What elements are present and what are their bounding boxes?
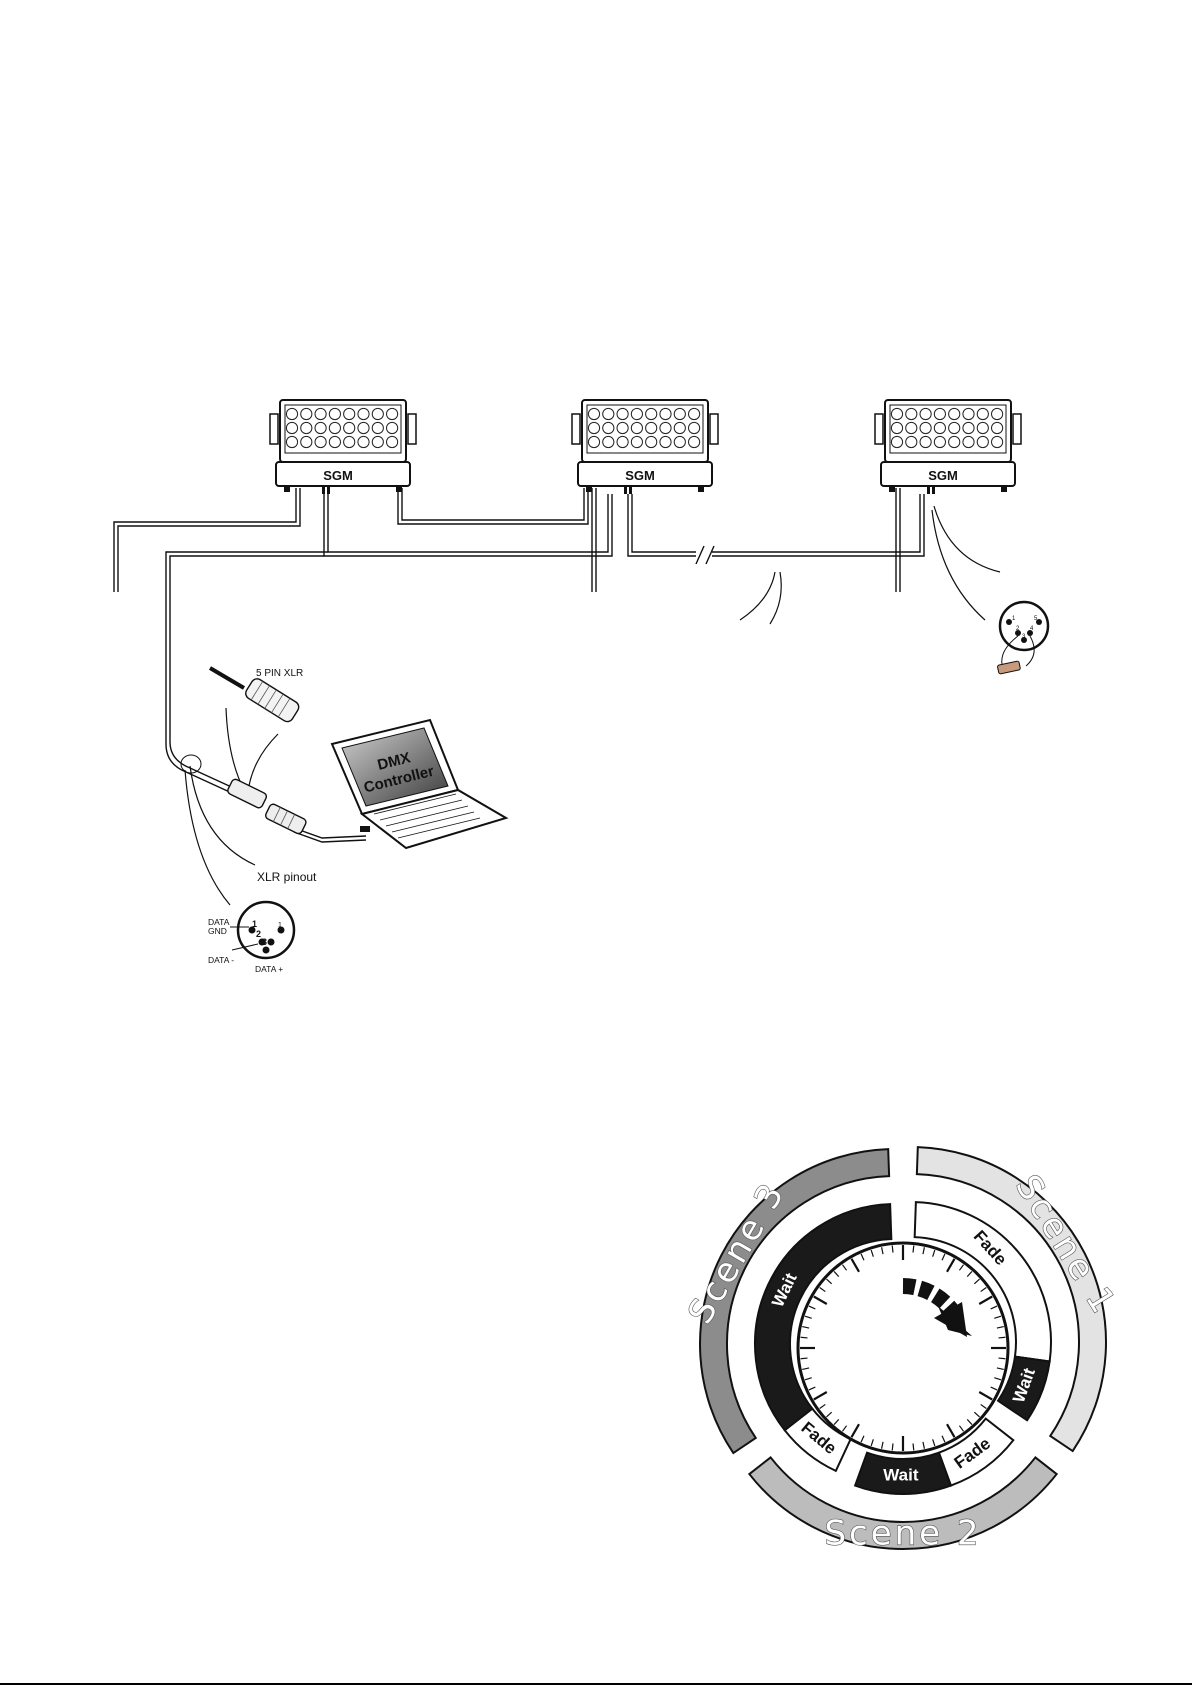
led-icon <box>387 408 398 419</box>
led-icon <box>286 422 297 433</box>
led-icon <box>992 408 1003 419</box>
scene2-wait-label: Wait <box>883 1465 919 1484</box>
led-icon <box>372 436 383 447</box>
led-icon <box>934 422 945 433</box>
led-icon <box>631 422 642 433</box>
led-icon <box>660 408 671 419</box>
xlr-pinout-label: XLR pinout <box>257 870 317 884</box>
led-icon <box>358 436 369 447</box>
led-icon <box>286 408 297 419</box>
led-icon <box>992 436 1003 447</box>
pinout-pin2: 2 <box>256 929 261 939</box>
led-icon <box>329 436 340 447</box>
led-icon <box>315 436 326 447</box>
led-icon <box>906 408 917 419</box>
led-icon <box>588 408 599 419</box>
led-icon <box>387 422 398 433</box>
led-icon <box>934 436 945 447</box>
led-icon <box>344 436 355 447</box>
dmx-terminator: 1 2 3 4 5 <box>997 602 1048 674</box>
pinout-pin3: 3 <box>262 937 267 947</box>
xlr-pinout-diagram: DATA GND DATA - DATA + 1 2 3 1 <box>208 902 294 974</box>
led-icon <box>689 422 700 433</box>
led-icon <box>674 408 685 419</box>
led-icon <box>358 408 369 419</box>
pinout-data-gnd-2: GND <box>208 926 227 936</box>
resistor-icon <box>997 661 1020 674</box>
clock-face <box>798 1243 1008 1453</box>
usb-port <box>360 826 370 832</box>
led-icon <box>934 408 945 419</box>
led-icon <box>372 422 383 433</box>
led-icon <box>617 422 628 433</box>
led-icon <box>920 422 931 433</box>
led-icon <box>344 422 355 433</box>
led-icon <box>588 422 599 433</box>
led-icon <box>992 422 1003 433</box>
led-icon <box>660 422 671 433</box>
led-icon <box>387 436 398 447</box>
led-icon <box>949 422 960 433</box>
led-icon <box>891 422 902 433</box>
laptop-dmx-controller: DMX Controller <box>332 720 506 848</box>
led-icon <box>603 422 614 433</box>
led-icon <box>646 422 657 433</box>
led-icon <box>977 422 988 433</box>
led-icon <box>603 408 614 419</box>
led-icon <box>344 408 355 419</box>
scene2-label: Scene 2 <box>824 1514 981 1554</box>
pinout-data-minus: DATA - <box>208 955 234 965</box>
led-icon <box>301 408 312 419</box>
led-icon <box>603 436 614 447</box>
fixture-1: SGM <box>270 400 416 494</box>
led-icon <box>315 408 326 419</box>
xlr-5pin-connector: 5 PIN XLR <box>210 666 303 724</box>
led-icon <box>891 408 902 419</box>
pinout-pin1: 1 <box>252 919 257 929</box>
led-icon <box>891 436 902 447</box>
brand-logo: SGM <box>928 468 958 483</box>
led-icon <box>646 436 657 447</box>
led-icon <box>631 408 642 419</box>
led-icon <box>301 422 312 433</box>
led-icon <box>315 422 326 433</box>
led-icon <box>949 436 960 447</box>
led-icon <box>646 408 657 419</box>
led-icon <box>674 422 685 433</box>
fixture-3: SGM <box>875 400 1021 494</box>
led-icon <box>588 436 599 447</box>
fixture-2: SGM <box>572 400 718 494</box>
led-icon <box>920 408 931 419</box>
led-icon <box>977 408 988 419</box>
scene-cycle-diagram: Scene 1 Scene 2 Scene 3 Fade Wait Fade W… <box>680 1147 1124 1553</box>
led-icon <box>660 436 671 447</box>
led-icon <box>689 436 700 447</box>
led-icon <box>906 436 917 447</box>
led-icon <box>329 408 340 419</box>
xlr-5pin-label: 5 PIN XLR <box>256 668 303 679</box>
led-icon <box>906 422 917 433</box>
led-icon <box>329 422 340 433</box>
led-icon <box>617 408 628 419</box>
brand-logo: SGM <box>625 468 655 483</box>
led-icon <box>674 436 685 447</box>
xlr-inline-connector <box>227 778 308 835</box>
led-icon <box>631 436 642 447</box>
led-icon <box>977 436 988 447</box>
led-icon <box>963 436 974 447</box>
led-icon <box>689 408 700 419</box>
led-icon <box>286 436 297 447</box>
led-icon <box>358 422 369 433</box>
led-icon <box>963 422 974 433</box>
led-icon <box>963 408 974 419</box>
led-icon <box>372 408 383 419</box>
led-icon <box>949 408 960 419</box>
brand-logo: SGM <box>323 468 353 483</box>
led-icon <box>301 436 312 447</box>
pinout-pin1-right: 1 <box>278 922 282 929</box>
led-icon <box>617 436 628 447</box>
led-icon <box>920 436 931 447</box>
pinout-data-plus: DATA + <box>255 964 283 974</box>
